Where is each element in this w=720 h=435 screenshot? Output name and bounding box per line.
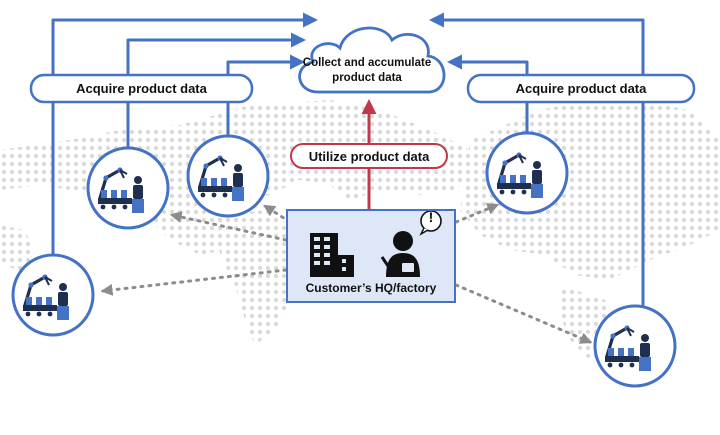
connector-near-left	[226, 54, 305, 143]
acquire-left-pill-shape	[29, 73, 254, 104]
factory-far-left	[11, 253, 95, 337]
connector-near-right	[447, 54, 529, 143]
utilize-label: Utilize product data	[308, 148, 430, 164]
dotted-arrow-to-near-right	[454, 203, 500, 224]
cloud-label: Collect and accumulate product data	[302, 57, 432, 84]
factory-near-left	[186, 134, 270, 218]
factory-far-right	[593, 304, 677, 388]
factory-near-right	[485, 131, 569, 215]
hq-box: ! Customer’s HQ/factory	[286, 209, 456, 303]
alert-bubble-icon	[419, 211, 442, 236]
hq-label: Customer’s HQ/factory	[305, 281, 437, 295]
acquire-right-pill-shape	[466, 73, 696, 104]
utilize-label-box: Utilize product data	[290, 143, 448, 169]
acquire-left-label: Acquire product data	[76, 81, 207, 96]
dotted-arrow-to-far-left	[100, 268, 288, 296]
connector-mid-left	[126, 32, 306, 160]
dotted-arrow-to-far-right	[454, 283, 593, 344]
acquire-right-label: Acquire product data	[515, 81, 647, 96]
dotted-arrows	[100, 203, 593, 344]
dotted-arrow-to-near-left	[262, 204, 292, 224]
dotted-arrow-to-mid-left	[169, 211, 288, 242]
connector-far-right	[429, 12, 645, 312]
cloud-shape	[298, 26, 446, 94]
blue-connectors	[51, 12, 645, 312]
factory-mid-left	[86, 146, 170, 230]
person-icon	[380, 231, 420, 277]
alert-glyph: !	[428, 209, 434, 225]
connector-far-left	[51, 12, 318, 282]
hq-icons	[310, 211, 442, 277]
